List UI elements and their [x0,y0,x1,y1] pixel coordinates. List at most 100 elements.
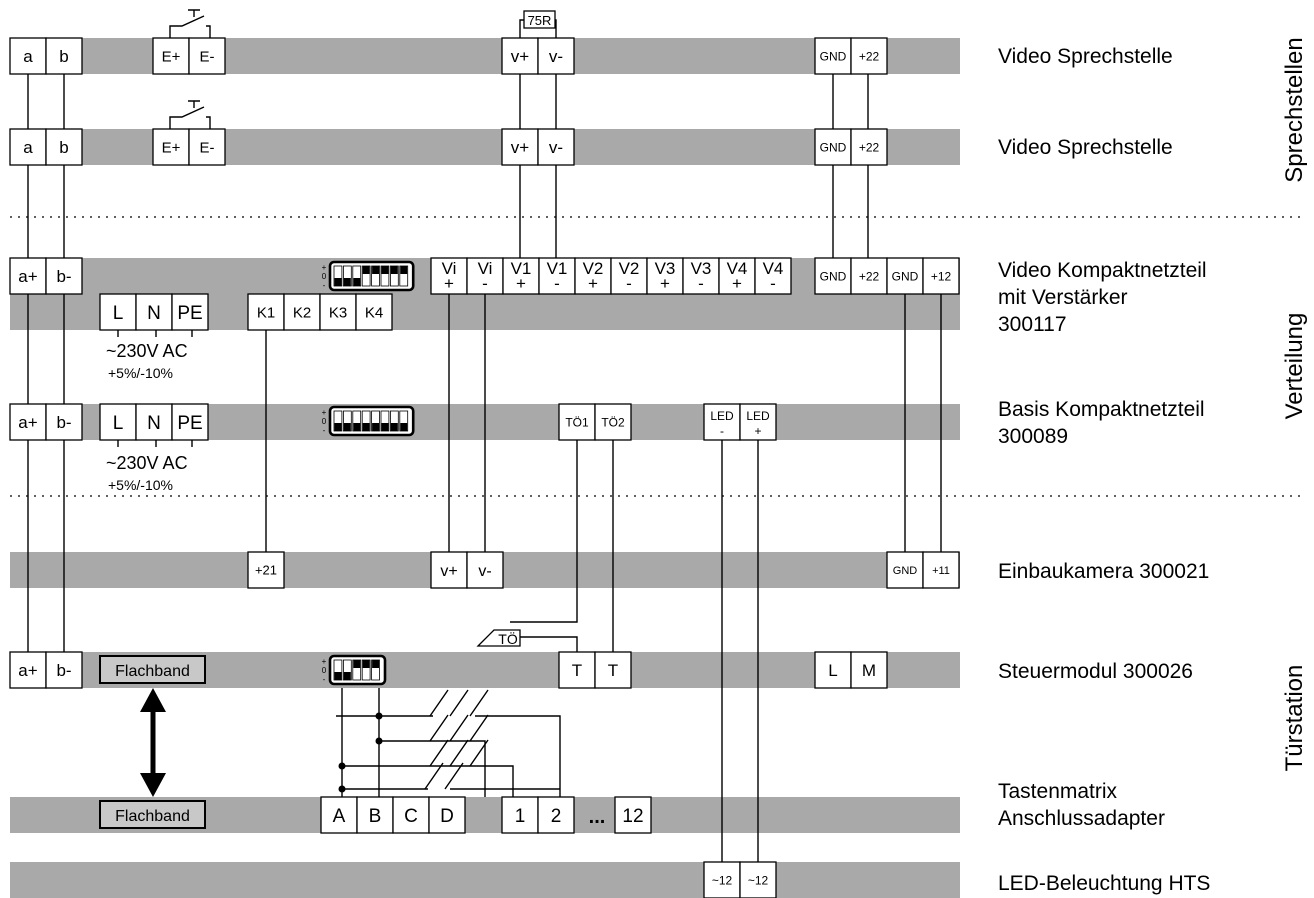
bar-led-beleuchtung [10,862,960,898]
terminal-label: + [754,424,761,438]
dip-lever [353,660,361,668]
terminal: b- [45,403,83,441]
terminal: K4 [355,293,393,331]
terminal-box [319,293,357,331]
terminal-box [886,551,924,589]
terminal-label: V1 [547,259,568,278]
terminal-label: + [516,274,526,293]
terminal: v+ [501,37,539,75]
power-voltage-2: ~230V AC [106,453,188,473]
wire-toe1 [510,440,578,652]
terminal: N [135,293,173,331]
matrix-node [375,737,383,745]
matrix-node [375,712,383,720]
terminal-label: L [828,661,837,680]
terminal: T [558,651,596,689]
terminal-box [45,651,83,689]
terminal-label: a [23,47,33,66]
terminal: Vi- [466,257,504,295]
terminal-label: E+ [162,139,181,156]
terminal-label: + [588,274,598,293]
dip-lever [353,278,361,286]
terminal-label: + [732,274,742,293]
terminal: K1 [247,293,285,331]
terminal: C [392,796,430,834]
section-label-sprechstellen: Sprechstellen [1281,37,1308,182]
terminal-label: B [369,806,382,827]
terminal-label: a [23,138,33,157]
terminal-label: TÖ1 [565,415,589,429]
terminal-label: A [333,806,346,827]
dip-lever [372,423,379,431]
terminal: L [99,293,137,331]
dip-lever [343,672,351,680]
terminal-label: TÖ2 [601,415,625,429]
terminal-box [9,37,47,75]
dip-lever [400,423,408,431]
terminal-box [501,128,539,166]
terminal: +21 [247,551,285,589]
terminal-label: b [59,47,68,66]
terminal-box [739,403,777,441]
terminal-label: E- [200,139,215,156]
terminal-box [739,861,777,898]
terminal: PE [171,403,209,441]
terminal-label: b [59,138,68,157]
terminal: LED+ [739,403,777,441]
terminal: E- [188,128,226,166]
door-opener-label: TÖ [498,630,518,647]
terminal: TÖ1 [558,403,596,441]
device-label: Tastenmatrix [998,780,1118,803]
terminal-box [356,796,394,834]
terminal: v+ [501,128,539,166]
terminal: GND [814,37,852,75]
terminal-label: a+ [18,267,37,286]
terminal-box [850,128,888,166]
dip-marker: + [322,263,327,272]
terminal-box [703,403,741,441]
terminal-box [99,403,137,441]
terminal: PE [171,293,209,331]
terminal-label: LED [710,409,734,423]
terminal: 2 [537,796,575,834]
matrix-switches [424,689,489,790]
terminal-box [850,37,888,75]
dip-marker: + [322,408,327,417]
device-label: Einbaukamera 300021 [998,560,1209,583]
power-tolerance-2: +5%/-10% [108,477,173,493]
terminal: b [45,37,83,75]
terminal-box [247,551,285,589]
terminal: L [99,403,137,441]
dip-marker: - [323,281,326,290]
terminal-box [537,37,575,75]
terminal-label: b- [56,661,71,680]
terminal-label: +12 [931,269,952,283]
dip-lever [372,266,379,274]
terminal: GND [886,257,924,295]
dip-lever [362,423,370,431]
terminal-label: C [404,806,418,827]
device-label: LED-Beleuchtung HTS [998,872,1210,895]
terminal-label: LED [746,409,770,423]
terminal-box [754,257,792,295]
terminal: E+ [152,37,190,75]
terminal: Vi+ [430,257,468,295]
terminal-box [646,257,684,295]
terminal: a [9,128,47,166]
terminal-label: V1 [511,259,532,278]
terminal-label: v+ [440,563,457,580]
terminal-label: 1 [515,806,526,827]
terminal: +22 [850,257,888,295]
dip-marker: 0 [322,666,327,675]
wires [27,9,942,862]
terminal-label: v- [478,563,491,580]
terminal: 1 [501,796,539,834]
flatband-steuermodul [99,655,206,684]
section-label-verteilung: Verteilung [1281,313,1308,420]
terminal-label: +11 [932,565,950,577]
terminal-box [45,128,83,166]
terminal-label: + [444,274,454,293]
dip-lever [334,278,342,286]
dip-lever [381,423,389,431]
